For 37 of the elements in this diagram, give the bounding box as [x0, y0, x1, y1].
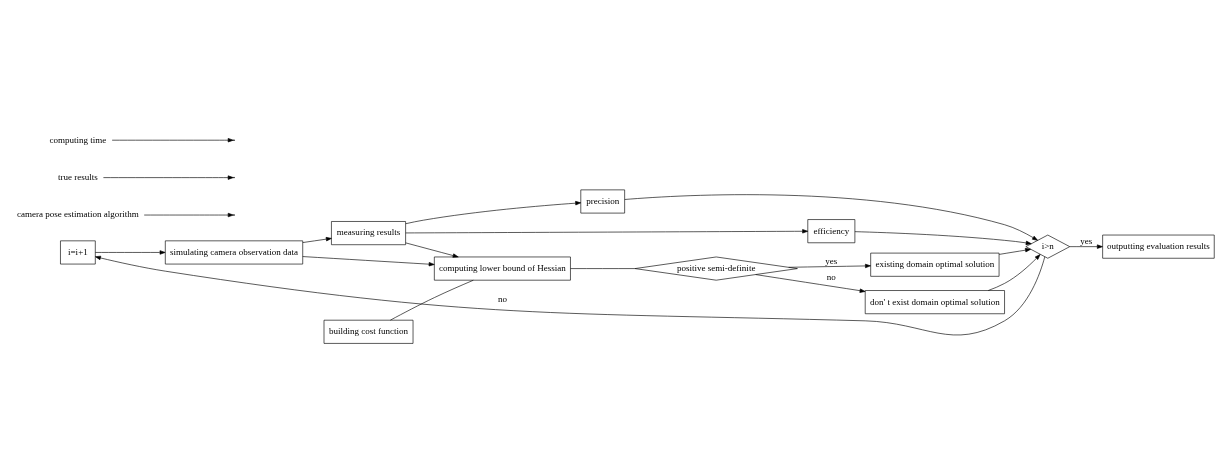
arrow [302, 236, 332, 243]
edge-label: yes [825, 255, 838, 266]
arrow [143, 212, 234, 217]
connector [570, 267, 636, 269]
arrow [103, 175, 234, 180]
arrow [95, 249, 166, 255]
node-box: simulating camera observation data [164, 240, 304, 264]
arrow [624, 193, 1038, 241]
edge-label: no [497, 293, 507, 304]
node-box: i=i+1 [60, 240, 96, 264]
node-box: efficiency [807, 218, 856, 243]
arrow [95, 255, 1046, 335]
node-text: true results [57, 171, 98, 182]
node-box: outputting evaluation results [1102, 234, 1215, 259]
node-box: computing lower bound of Hessian [434, 256, 571, 280]
arrow [988, 253, 1041, 291]
node-box: don' t exist domain optimal solution [864, 289, 1005, 314]
arrow [788, 263, 871, 268]
arrow [405, 200, 582, 224]
arrow [755, 273, 866, 293]
node-text: computing time [49, 134, 107, 145]
arrow [405, 242, 459, 258]
arrow [302, 255, 435, 266]
arrow [854, 230, 1032, 245]
arrow [405, 228, 809, 233]
node-text: camera pose estimation algorithm [16, 208, 139, 219]
edge-label: yes [1080, 235, 1093, 246]
node-box: precision [580, 189, 625, 213]
arrow [111, 137, 234, 142]
node-box: measuring results [331, 220, 406, 245]
connector [390, 279, 474, 320]
node-box: building cost function [323, 319, 414, 344]
arrow [1069, 244, 1103, 249]
edge-label: no [826, 271, 836, 282]
arrow [998, 247, 1031, 255]
node-box: existing domain optimal solution [870, 252, 1000, 277]
node-diamond: positive semi-definite [634, 256, 798, 280]
